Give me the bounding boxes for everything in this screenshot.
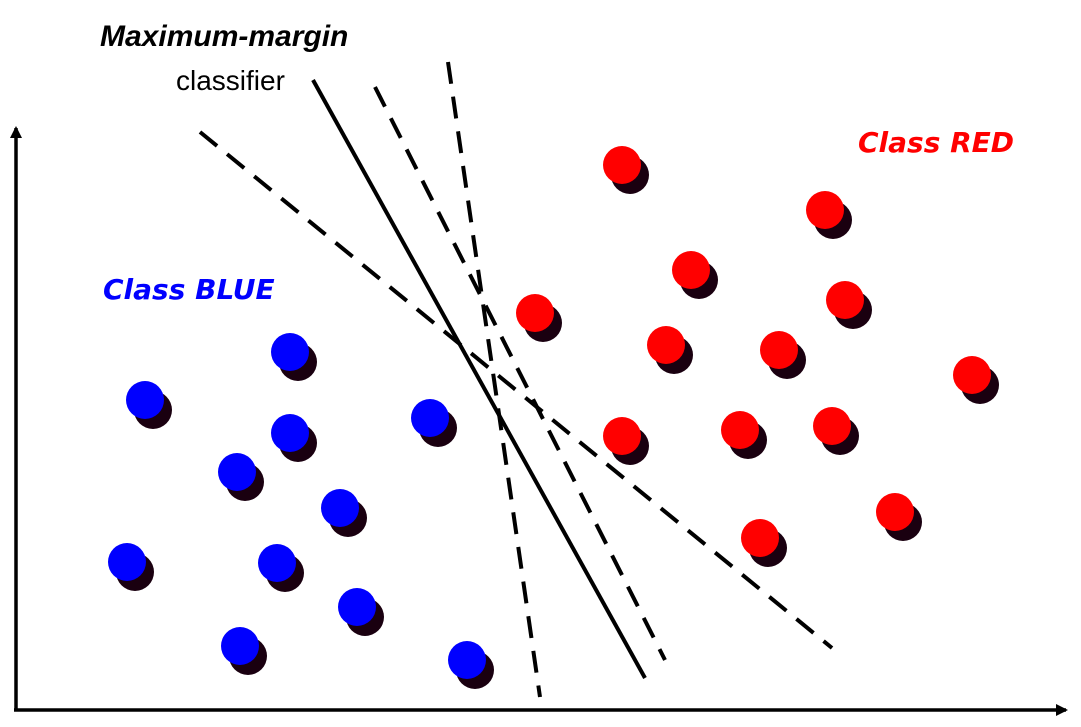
red-point	[647, 326, 693, 374]
blue-point-dot	[411, 399, 449, 437]
red-point	[760, 331, 806, 379]
red-point	[721, 411, 767, 459]
blue-point	[108, 543, 154, 591]
red-point-dot	[826, 281, 864, 319]
red-point-dot	[647, 326, 685, 364]
red-point-dot	[603, 417, 641, 455]
red-point-dot	[806, 191, 844, 229]
blue-point-dot	[221, 627, 259, 665]
blue-point	[448, 641, 494, 689]
blue-point-dot	[218, 453, 256, 491]
title-line1: Maximum-margin	[100, 20, 348, 53]
blue-point-dot	[321, 489, 359, 527]
blue-point	[321, 489, 367, 537]
red-point-dot	[741, 519, 779, 557]
red-point-dot	[672, 251, 710, 289]
red-point-dot	[760, 331, 798, 369]
blue-point	[271, 414, 317, 462]
candidate-line-3	[446, 61, 542, 698]
candidate-line-2	[373, 86, 667, 661]
blue-point-dot	[126, 381, 164, 419]
separator-lines	[198, 61, 834, 698]
blue-point	[411, 399, 457, 447]
label-class-red: Class RED	[858, 126, 1014, 159]
red-point-dot	[876, 493, 914, 531]
red-point-dot	[953, 356, 991, 394]
red-point	[806, 191, 852, 239]
red-point-dot	[721, 411, 759, 449]
red-point-dot	[516, 294, 554, 332]
red-point	[603, 146, 649, 194]
candidate-line-1	[198, 130, 834, 650]
blue-point-dot	[271, 414, 309, 452]
blue-point-dot	[108, 543, 146, 581]
red-point	[876, 493, 922, 541]
blue-point	[126, 381, 172, 429]
blue-point	[221, 627, 267, 675]
data-points	[108, 146, 999, 689]
blue-point	[338, 588, 384, 636]
red-point-dot	[813, 407, 851, 445]
red-point	[953, 356, 999, 404]
label-class-blue: Class BLUE	[103, 273, 275, 306]
red-point	[603, 417, 649, 465]
red-point	[672, 251, 718, 299]
red-point-dot	[603, 146, 641, 184]
red-point	[826, 281, 872, 329]
blue-point-dot	[258, 544, 296, 582]
red-point	[813, 407, 859, 455]
blue-point-dot	[271, 333, 309, 371]
blue-point	[258, 544, 304, 592]
blue-point-dot	[338, 588, 376, 626]
blue-point-dot	[448, 641, 486, 679]
blue-point	[218, 453, 264, 501]
red-point	[741, 519, 787, 567]
red-point	[516, 294, 562, 342]
blue-point	[271, 333, 317, 381]
maximum-margin-line	[311, 79, 647, 679]
title-line2: classifier	[176, 65, 285, 96]
